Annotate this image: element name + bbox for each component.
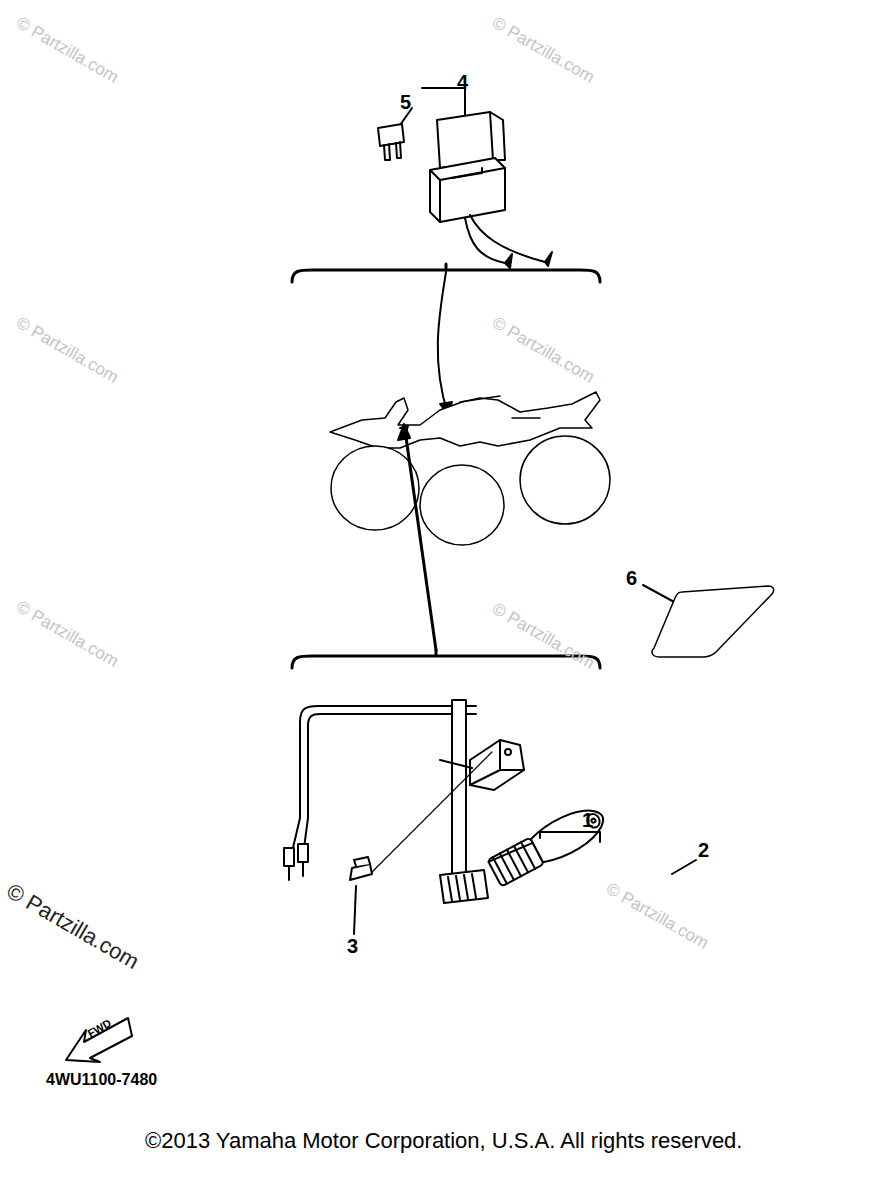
location-arrow <box>405 430 436 650</box>
watermark: © Partzilla.com <box>3 880 142 973</box>
callout-number: 4 <box>457 72 468 92</box>
fuse <box>378 124 404 160</box>
copyright-caption: ©2013 Yamaha Motor Corporation, U.S.A. A… <box>145 1130 742 1152</box>
watermark: © Partzilla.com <box>490 600 598 672</box>
watermark: © Partzilla.com <box>14 598 122 670</box>
leader-line <box>354 886 356 934</box>
watermark: © Partzilla.com <box>14 14 122 86</box>
label-sheet <box>652 586 774 657</box>
watermark: © Partzilla.com <box>490 314 598 386</box>
arrowhead <box>398 424 410 440</box>
watermark: © Partzilla.com <box>14 314 122 386</box>
callout-number: 3 <box>347 936 358 956</box>
callout-number: 2 <box>698 840 709 860</box>
bracket <box>292 650 600 668</box>
callout-number: 6 <box>626 568 637 588</box>
forward-arrow <box>66 1018 132 1062</box>
atv-silhouette <box>330 392 610 545</box>
callout-number: 1 <box>582 810 593 830</box>
leader-line <box>540 832 600 842</box>
callout-number: 5 <box>400 92 411 112</box>
watermark: © Partzilla.com <box>604 880 712 952</box>
leader-line <box>422 88 465 118</box>
location-arrow <box>438 272 448 414</box>
watermark: © Partzilla.com <box>490 14 598 86</box>
drawing-number: 4WU1100-7480 <box>46 1072 157 1088</box>
relay-box <box>430 112 552 268</box>
switch-assembly <box>284 700 611 903</box>
leader-line <box>643 585 676 603</box>
leader-line <box>672 860 696 874</box>
